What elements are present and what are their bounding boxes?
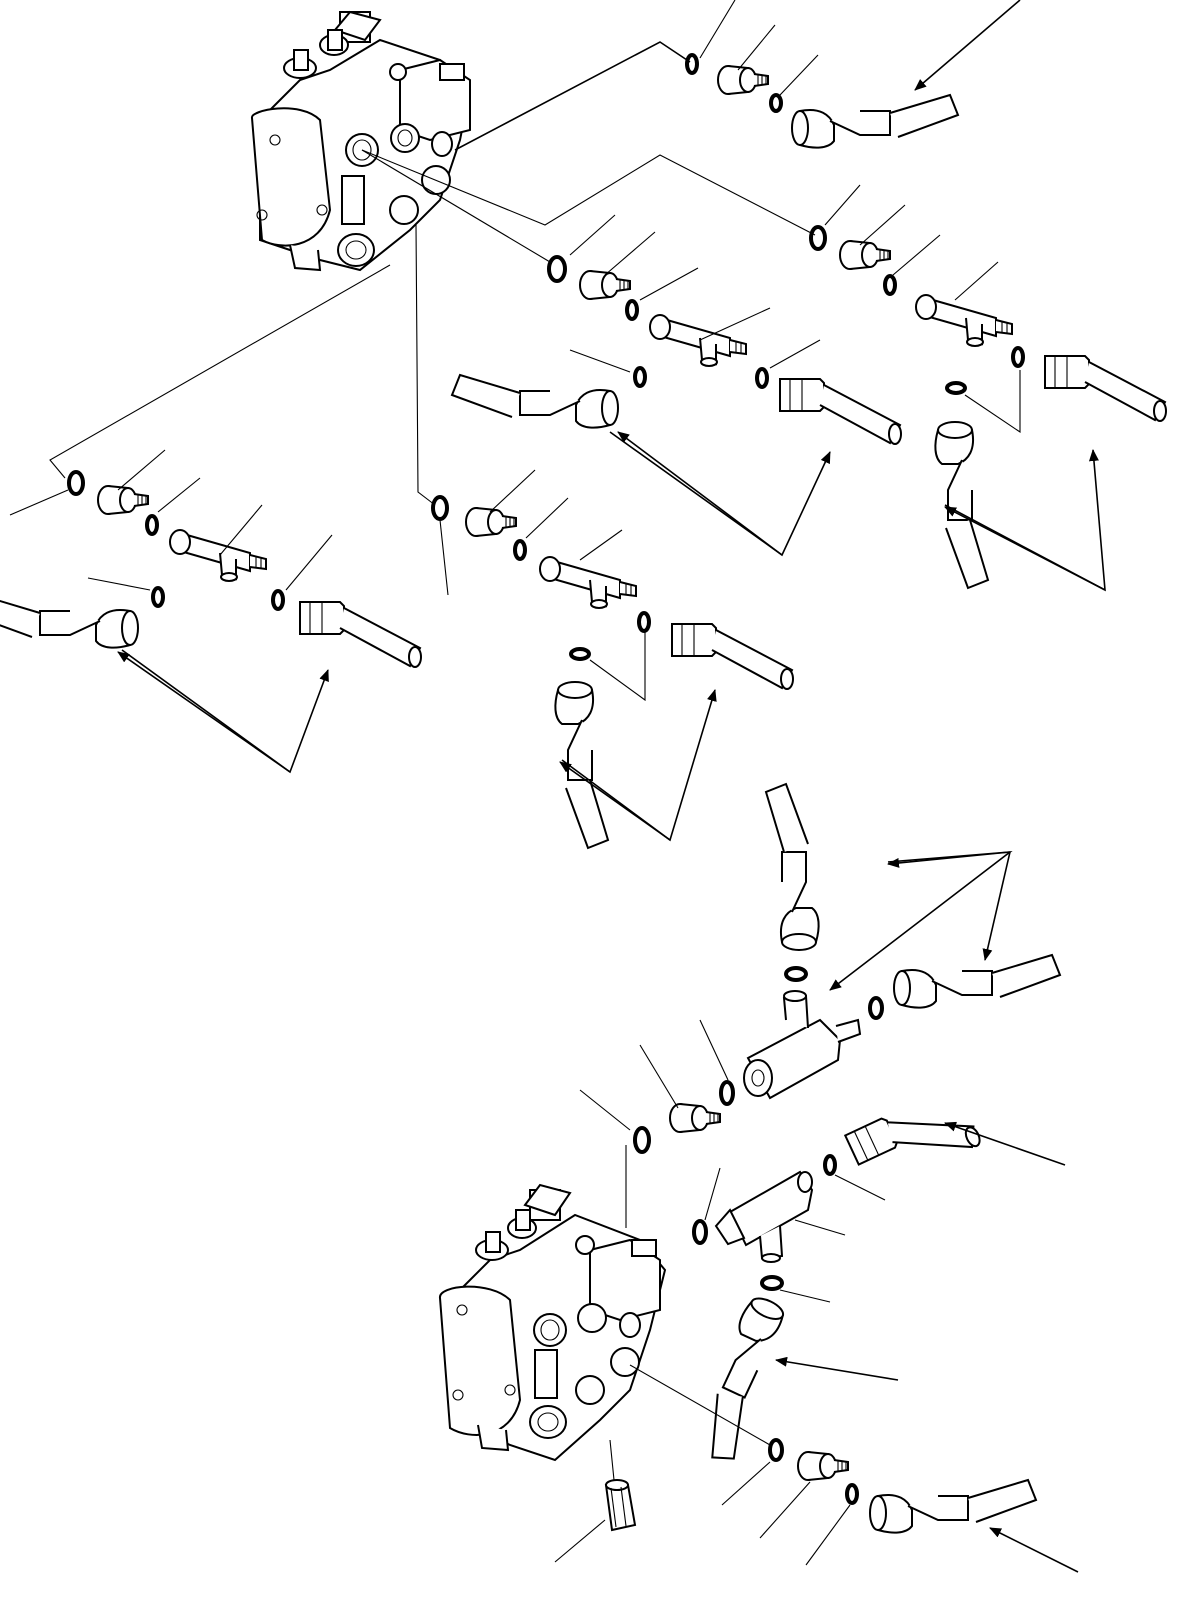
tee-fitting [915,294,1013,347]
tee-fitting [743,990,862,1100]
control-valve-top [251,10,472,272]
hose-elbow [791,94,959,149]
tee-fitting [169,529,267,582]
control-valve-bottom [439,1183,667,1462]
hose-elbow [0,594,139,649]
o-ring [760,1275,784,1291]
o-ring [633,366,647,388]
hose-straight [844,1083,984,1196]
o-ring [768,1438,784,1462]
o-ring [633,1126,651,1154]
tee-fitting [714,1170,814,1263]
o-ring [784,966,808,982]
o-ring [809,225,827,251]
o-ring [271,589,285,611]
o-ring [625,299,639,321]
hose-elbow [893,954,1061,1009]
o-ring [845,1483,859,1505]
adapter [97,485,149,515]
o-ring [145,514,159,536]
hose-elbow [451,374,619,429]
o-ring [769,93,783,113]
hose-straight [671,623,794,690]
fitting-chain-center [431,469,794,849]
adapter [839,240,891,270]
o-ring [513,539,527,561]
hose-straight [299,601,422,668]
fitting-chain-bottom-upper [579,783,1061,1228]
o-ring [685,53,699,75]
o-ring [151,586,165,608]
o-ring [755,367,769,389]
adapter [465,507,517,537]
fitting-chain-mid-1 [451,214,902,557]
o-ring [719,1080,735,1106]
hose-elbow [681,1292,802,1467]
fitting-chain-left [0,449,422,774]
tee-fitting [649,314,747,367]
hose-straight [1044,355,1167,422]
plug [554,1439,637,1563]
o-ring [868,996,884,1020]
adapter [579,270,631,300]
adapter [797,1451,849,1481]
o-ring [637,611,651,633]
o-ring [823,1154,837,1176]
o-ring [547,255,567,283]
fitting-chain-mid-2 [809,184,1167,592]
hose-elbow [934,421,989,589]
tee-fitting [539,556,637,609]
hose-elbow [869,1479,1037,1534]
o-ring [883,274,897,296]
o-ring [67,470,85,496]
hose-elbow [765,783,820,951]
o-ring [692,1219,708,1245]
o-ring [945,381,967,395]
adapter [717,65,769,95]
o-ring [569,647,591,661]
connection-leaders-top [49,41,816,506]
o-ring [1011,346,1025,368]
fitting-chain-top [685,0,1021,149]
fitting-chain-bottom-lower [629,1364,1079,1573]
fitting-chain-bottom-middle [681,1083,1066,1467]
hose-straight [779,378,902,445]
o-ring [431,495,449,521]
